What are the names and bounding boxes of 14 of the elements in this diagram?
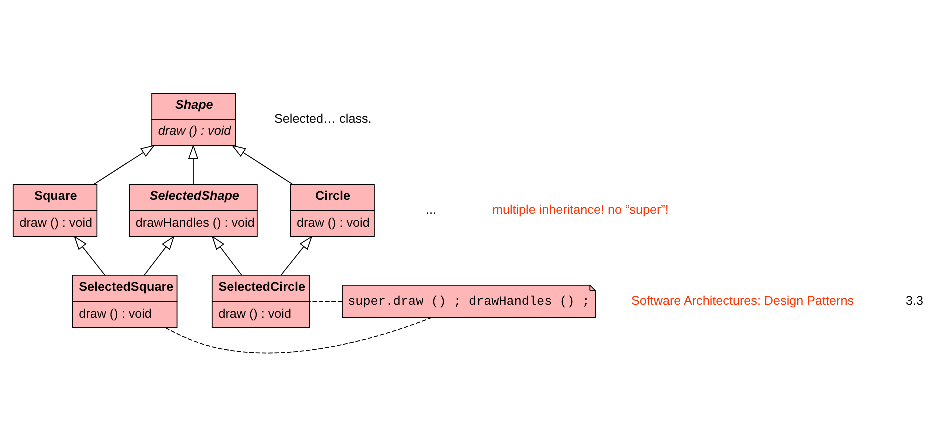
arrow — [74, 235, 106, 276]
connector — [165, 316, 432, 354]
label: Selected… class. — [274, 112, 372, 126]
label: 3.3 — [906, 293, 924, 308]
label: multiple inheritance! no “super”! — [492, 202, 669, 216]
arrow — [188, 144, 199, 184]
arrow — [280, 235, 313, 276]
connector — [309, 300, 343, 302]
arrow — [212, 235, 242, 276]
arrow — [94, 144, 156, 184]
arrow — [232, 144, 294, 184]
label: Software Architectures: Design Patterns — [631, 293, 854, 308]
label: ... — [426, 202, 436, 216]
arrow — [144, 235, 175, 276]
